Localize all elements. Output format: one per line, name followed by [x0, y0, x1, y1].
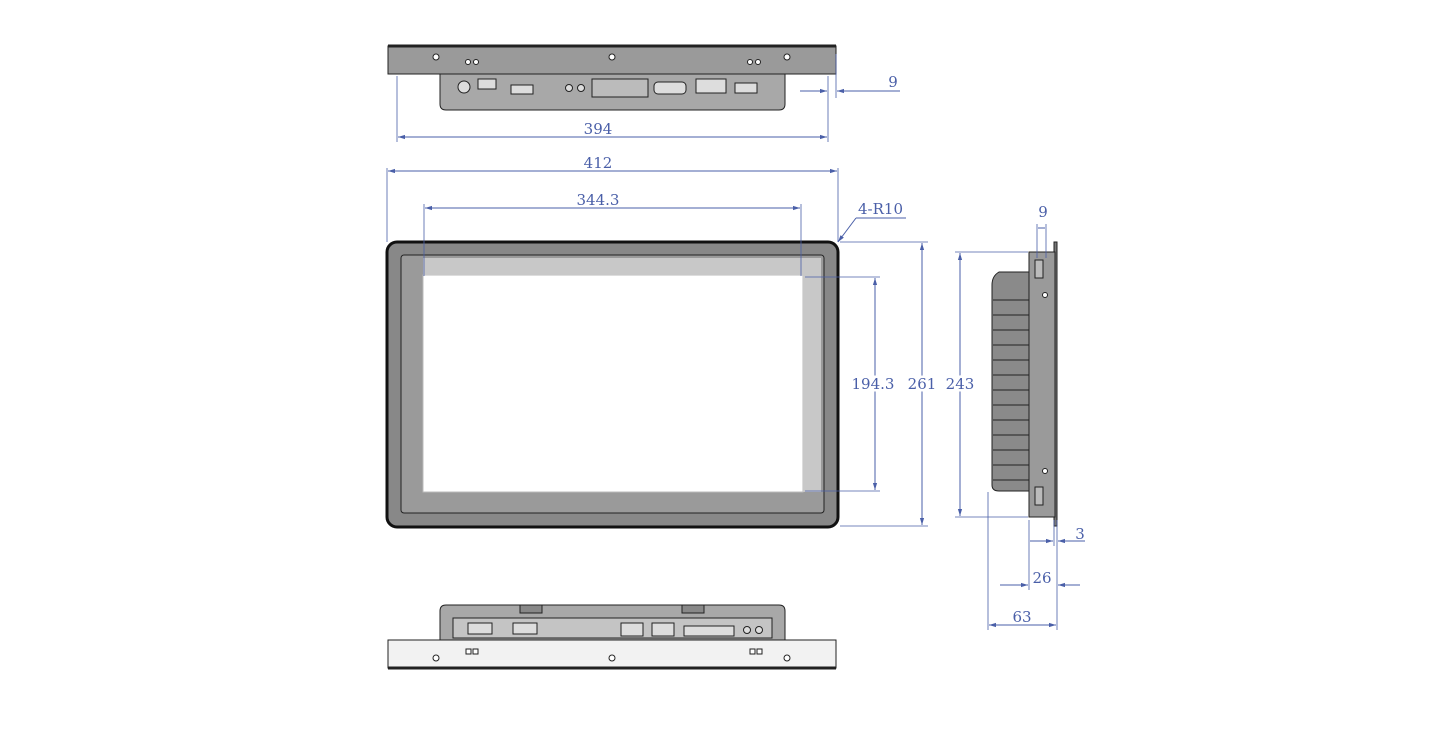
display-width-label: 344.3 [577, 191, 620, 209]
total-depth-label: 63 [1012, 608, 1031, 626]
mount-hole-icon [432, 654, 440, 662]
vent-slot-icon [749, 648, 756, 655]
dim-display-width: 344.3 [423, 191, 802, 276]
vent-dot-icon [473, 59, 479, 65]
usb-port-icon [695, 78, 727, 94]
top-view [387, 44, 837, 111]
dim-total-depth: 63 [987, 492, 1058, 630]
lan-port-icon [683, 625, 735, 637]
mount-hole-icon [432, 53, 440, 61]
bracket-icon [1034, 259, 1044, 279]
io-port-row-top [457, 78, 758, 98]
body-offset-label: 26 [1032, 569, 1051, 587]
screw-icon [1042, 468, 1048, 474]
audio-port-icon [743, 626, 751, 634]
top-depth-label: 9 [888, 73, 898, 91]
vent-dot-icon [465, 59, 471, 65]
vent-slot-icon [472, 648, 479, 655]
overall-height-label: 261 [908, 375, 937, 393]
usb-port-icon [651, 622, 675, 637]
mount-hole-icon [608, 654, 616, 662]
vent-slot-icon [756, 648, 763, 655]
audio-port-icon [755, 626, 763, 634]
dim-top-depth: 9 [800, 54, 900, 98]
bottom-view [387, 604, 837, 670]
side-heatsink [991, 271, 1030, 492]
flange-thickness-label: 3 [1075, 525, 1085, 543]
vent-dot-icon [747, 59, 753, 65]
bottom-view-flange [387, 639, 837, 669]
dim-overall-width: 412 [386, 154, 839, 242]
dim-overall-height: 261 [840, 241, 939, 527]
serial-port-icon [734, 82, 758, 94]
serial-port-icon [467, 622, 493, 635]
dim-flange-thickness: 3 [1030, 520, 1085, 546]
side-panel [1028, 251, 1056, 518]
vga-port-icon [653, 81, 687, 95]
corner-radius-label: 4-R10 [858, 200, 903, 218]
dim-corner-radius: 4-R10 [837, 200, 906, 243]
top-width-label: 394 [584, 120, 613, 138]
display-height-label: 194.3 [852, 375, 895, 393]
bottom-view-vent [681, 604, 705, 614]
usb-port-icon [620, 622, 644, 637]
serial-port-icon [510, 84, 534, 95]
dim-cutout-height: 243 [943, 251, 1028, 518]
io-port-row-bottom [467, 622, 763, 637]
mount-hole-icon [783, 654, 791, 662]
audio-port-icon [577, 84, 585, 92]
dim-top-width: 394 [396, 76, 829, 142]
dim-side-flange: 9 [1036, 203, 1048, 258]
mount-hole-icon [783, 53, 791, 61]
front-view [385, 240, 840, 529]
display-frame-top [423, 258, 803, 275]
power-port-icon [457, 80, 471, 94]
vent-dot-icon [755, 59, 761, 65]
usb-port-icon [477, 78, 497, 90]
bottom-view-vent [519, 604, 543, 614]
dim-display-height: 194.3 [805, 276, 897, 492]
mount-hole-icon [608, 53, 616, 61]
heatsink-fins [993, 299, 1029, 481]
dim-body-offset: 26 [1000, 520, 1080, 590]
display-area [422, 274, 804, 493]
audio-port-icon [565, 84, 573, 92]
vent-slot-icon [465, 648, 472, 655]
side-view [991, 241, 1058, 527]
display-frame-right [803, 258, 821, 492]
cutout-height-label: 243 [946, 375, 975, 393]
screw-icon [1042, 292, 1048, 298]
side-flange-label: 9 [1038, 203, 1048, 221]
serial-port-icon [512, 622, 538, 635]
overall-width-label: 412 [584, 154, 613, 172]
lan-port-icon [591, 78, 649, 98]
bracket-icon [1034, 486, 1044, 506]
